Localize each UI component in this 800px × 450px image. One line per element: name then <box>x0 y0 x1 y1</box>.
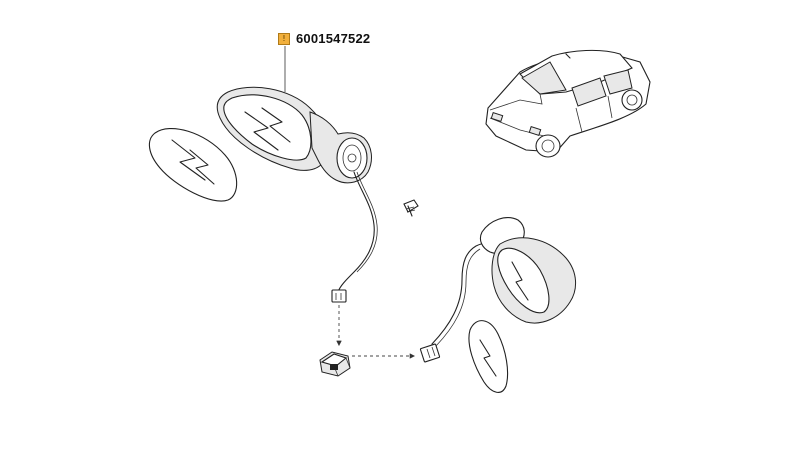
mounting-screw <box>403 199 419 217</box>
right-harness-connector <box>419 343 441 363</box>
left-mirror-housing <box>216 86 372 184</box>
right-mirror-glass <box>468 320 509 393</box>
vehicle-reference-illustration <box>485 49 651 158</box>
left-mirror-glass <box>148 128 238 202</box>
callout-marker[interactable]: ! <box>278 32 290 45</box>
left-harness-connector <box>331 289 347 303</box>
adjustment-switch <box>319 351 351 377</box>
part-number: 6001547522 <box>296 31 371 46</box>
part-callout: ! 6001547522 <box>278 31 370 46</box>
left-mirror-wiring-harness <box>337 171 378 293</box>
right-mirror-housing <box>479 217 576 324</box>
